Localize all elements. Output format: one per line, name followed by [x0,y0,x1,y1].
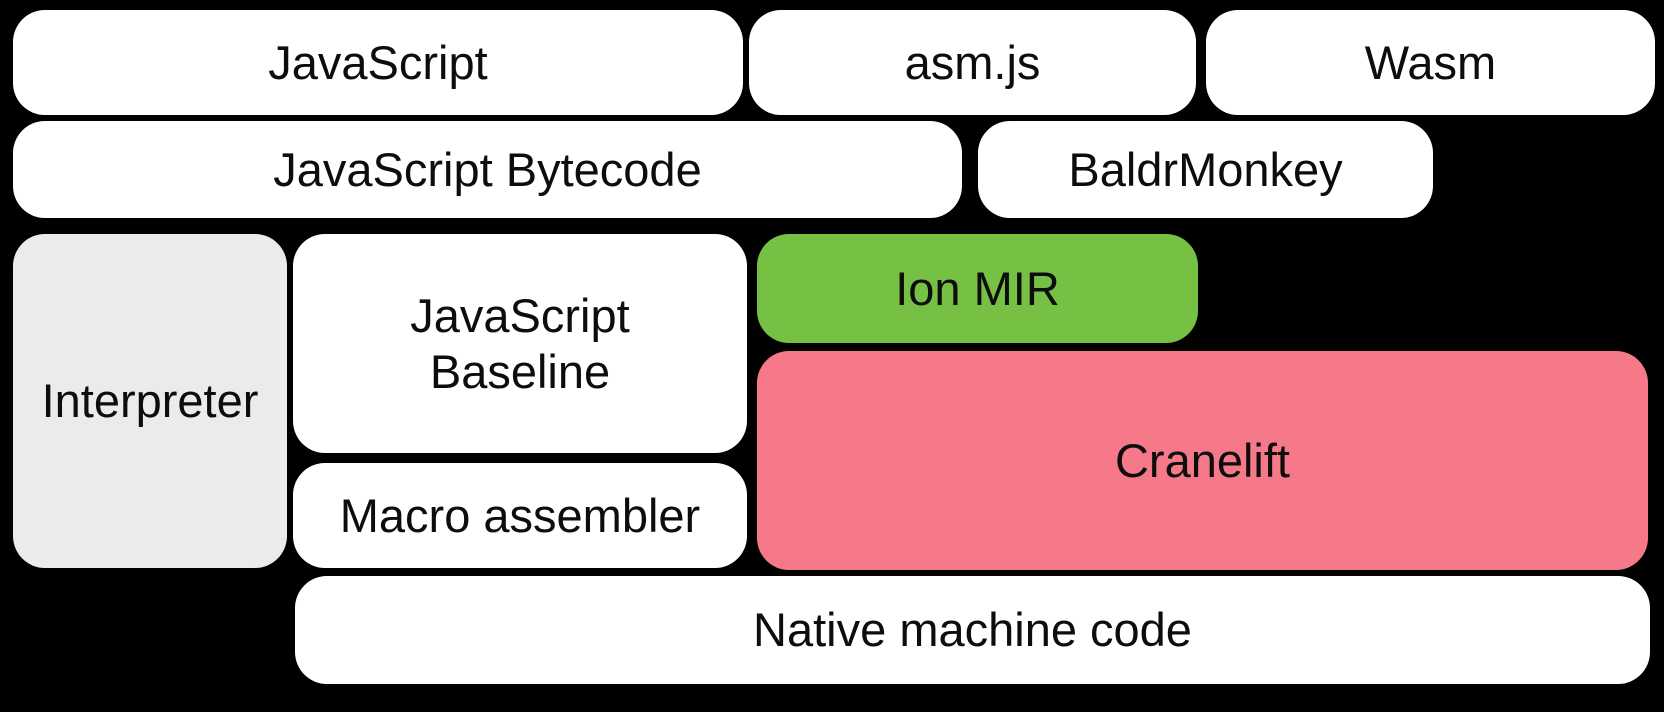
node-asm-js: asm.js [749,10,1196,115]
node-baldrmonkey: BaldrMonkey [978,121,1433,218]
node-wasm: Wasm [1206,10,1655,115]
node-interpreter: Interpreter [13,234,287,568]
node-javascript: JavaScript [13,10,743,115]
node-macro-assembler: Macro assembler [293,463,747,568]
node-cranelift: Cranelift [757,351,1648,570]
node-ion-mir: Ion MIR [757,234,1198,343]
node-javascript-baseline: JavaScript Baseline [293,234,747,453]
node-javascript-bytecode: JavaScript Bytecode [13,121,962,218]
node-native-machine-code: Native machine code [295,576,1650,684]
